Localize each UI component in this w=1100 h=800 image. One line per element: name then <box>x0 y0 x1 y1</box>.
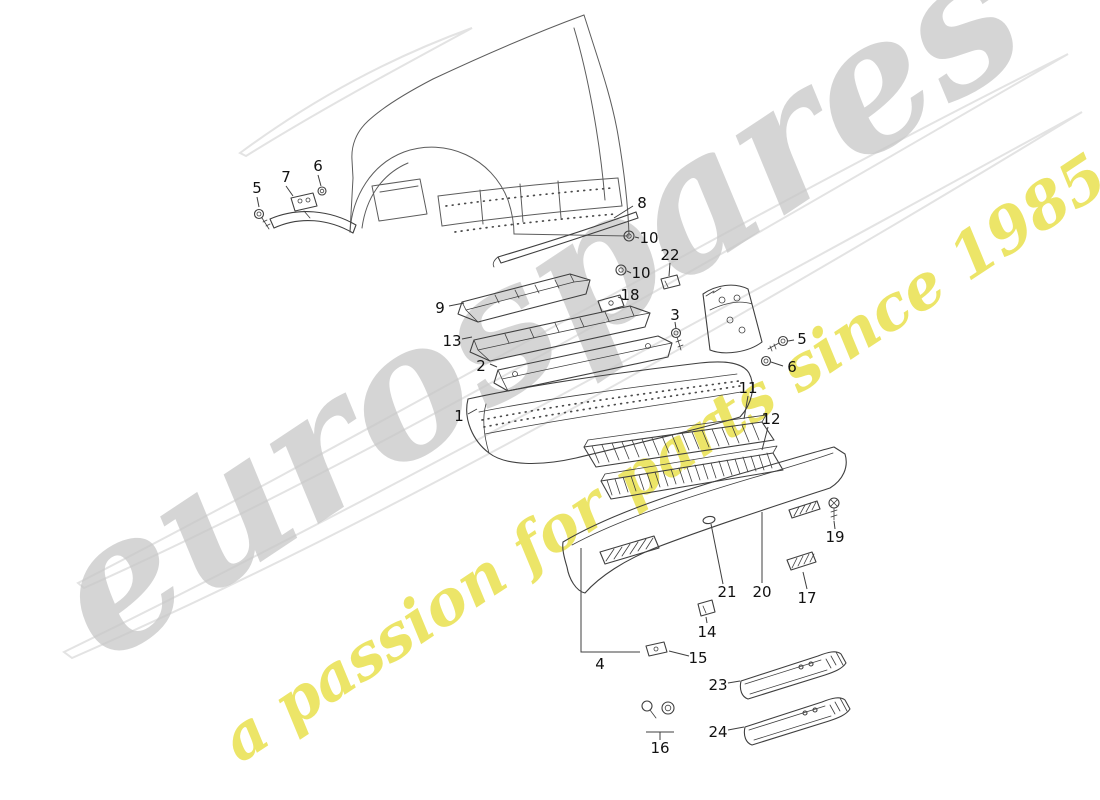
nut-10-upper <box>623 230 635 242</box>
callout-leader-7 <box>285 185 294 197</box>
impact-beam-2 <box>493 335 673 392</box>
bumper-side-bracket <box>702 284 763 354</box>
callout-leader-1 <box>467 408 478 415</box>
callout-leader-13 <box>461 336 473 340</box>
watermark-brand: eurospares <box>12 0 1058 701</box>
part-label-5: 5 <box>797 330 807 348</box>
part-label-18: 18 <box>620 286 639 304</box>
bumper-cover-1 <box>466 361 753 464</box>
part-label-9: 9 <box>435 299 445 317</box>
trim-blade-17 <box>786 551 817 571</box>
callout-leader-6 <box>317 174 322 187</box>
part-label-24: 24 <box>708 723 727 741</box>
impact-strip-23 <box>739 651 847 700</box>
parts <box>253 186 851 746</box>
part-label-15: 15 <box>688 649 707 667</box>
grommet-6-left <box>317 186 327 196</box>
part-label-2: 2 <box>476 357 486 375</box>
callout-leader-6 <box>770 361 784 367</box>
callout-leader-9 <box>448 302 465 307</box>
callout-leader-10 <box>626 270 632 274</box>
sensor-grommet-16 <box>641 700 675 719</box>
callout-leader-5 <box>256 196 260 208</box>
cap-21 <box>702 515 716 525</box>
part-label-7: 7 <box>281 168 291 186</box>
part-label-21: 21 <box>717 583 736 601</box>
part-label-10: 10 <box>639 229 658 247</box>
step-pad-11 <box>583 414 775 468</box>
molding-strip-8 <box>492 211 639 268</box>
part-label-10: 10 <box>631 264 650 282</box>
callout-leader-24 <box>727 726 745 731</box>
part-label-6: 6 <box>787 358 797 376</box>
callout-leader-12 <box>761 426 769 451</box>
nut-10-lower <box>615 264 627 276</box>
part-label-3: 3 <box>670 306 680 324</box>
part-label-22: 22 <box>660 246 679 264</box>
car-body-sketch <box>349 14 630 237</box>
callout-leader-8 <box>613 205 634 219</box>
vent-grille-12 <box>600 445 784 500</box>
nut-6-right <box>760 355 772 367</box>
bracket-18 <box>597 294 625 313</box>
callout-leader-17 <box>802 571 808 590</box>
watermark: eurospares a passion for parts since 198… <box>12 0 1100 777</box>
part-label-12: 12 <box>761 410 780 428</box>
part-label-14: 14 <box>697 623 716 641</box>
callout-leader-15 <box>668 650 690 657</box>
clip-22 <box>660 274 681 290</box>
callout-leader-10 <box>634 236 640 239</box>
callout-leader-18 <box>617 296 624 300</box>
support-bracket-7 <box>269 192 357 234</box>
impact-strip-24 <box>743 697 851 746</box>
screw-19 <box>828 497 840 521</box>
part-label-8: 8 <box>637 194 647 212</box>
part-label-20: 20 <box>752 583 771 601</box>
callout-leader-2 <box>489 363 498 368</box>
callout-leader-22 <box>668 262 671 277</box>
screw-3 <box>670 327 684 351</box>
part-label-13: 13 <box>442 332 461 350</box>
callout-leader-3 <box>674 321 677 330</box>
callout-leader-5 <box>787 339 795 342</box>
impact-absorber-9 <box>457 273 591 323</box>
clip-15 <box>645 641 668 657</box>
part-label-23: 23 <box>708 676 727 694</box>
callout-leader-23 <box>727 680 741 684</box>
screw-5-left <box>253 208 271 230</box>
clip-14 <box>697 599 716 617</box>
part-label-1: 1 <box>454 407 464 425</box>
callout-leader-21 <box>710 523 724 585</box>
callout-leader-16 <box>646 731 674 740</box>
part-label-16: 16 <box>650 739 669 757</box>
lower-valance-20 <box>562 446 847 594</box>
callout-leader-14 <box>705 616 708 624</box>
part-label-11: 11 <box>738 379 757 397</box>
part-label-6: 6 <box>313 157 323 175</box>
part-label-17: 17 <box>797 589 816 607</box>
background-swooshes <box>62 27 1083 660</box>
part-label-19: 19 <box>825 528 844 546</box>
part-label-4: 4 <box>595 655 605 673</box>
impact-absorber-13 <box>469 305 651 362</box>
callout-leader-11 <box>743 395 749 420</box>
screw-5-right <box>767 335 789 352</box>
part-label-5: 5 <box>252 179 262 197</box>
callout-leader-19 <box>833 520 836 530</box>
callout-leader-4 <box>580 548 640 653</box>
